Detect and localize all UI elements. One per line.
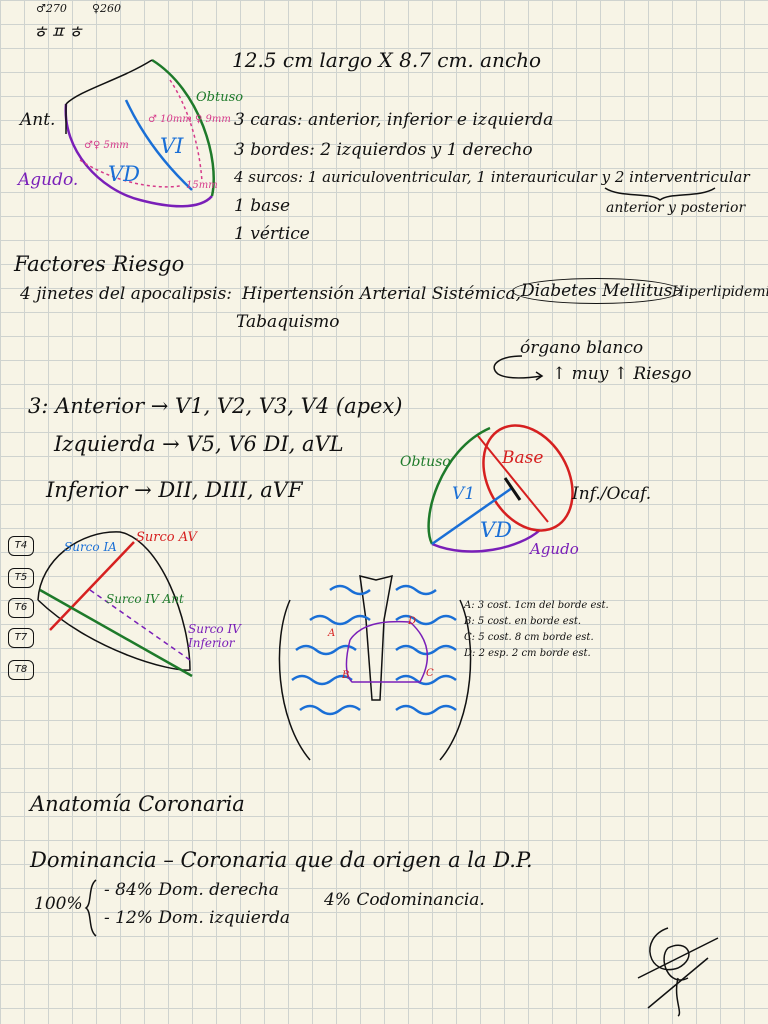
obtuso-label-2: Obtuso (400, 454, 451, 470)
bar-symbol: ㅎㅍㅎ (32, 23, 85, 43)
coronary-codominance: 4% Codominancia. (324, 890, 485, 910)
vertebra-t5: T5 (8, 568, 34, 588)
anatomy-surcos: 4 surcos: 1 auriculoventricular, 1 inter… (234, 168, 750, 186)
leads-inferior: Inferior → DII, DIII, aVF (46, 478, 303, 502)
risk-line-prefix: 4 jinetes del apocalipsis: (20, 284, 233, 304)
coronary-dominance: Dominancia – Coronaria que da origen a l… (30, 848, 533, 872)
signature-drawing (637, 927, 719, 1017)
anatomy-caras: 3 caras: anterior, inferior e izquierda (234, 110, 554, 130)
leads-izquierda: Izquierda → V5, V6 DI, aVL (54, 432, 344, 456)
leads-anterior: 3: Anterior → V1, V2, V3, V4 (apex) (28, 394, 403, 418)
target-organ-arrow (493, 355, 544, 381)
risk-title: Factores Riesgo (14, 252, 185, 276)
surco-iv-ant-label: Surco IV Ant (106, 592, 184, 606)
coronary-total: 100% (34, 894, 83, 914)
vd-label-2: VD (480, 518, 513, 542)
risk-hta: Hipertensión Arterial Sistémica, (242, 284, 522, 304)
vertebra-t4: T4 (8, 536, 34, 556)
anatomy-bordes: 3 bordes: 2 izquierdos y 1 derecho (234, 140, 533, 160)
agudo-label-2: Agudo (530, 540, 579, 558)
thorax-point-d: D (408, 616, 417, 627)
interventricular-brace (604, 187, 716, 201)
vd-thickness: ♂♀ 5mm (84, 140, 129, 151)
risk-hyperlipidemia: Hiperlipidemia (672, 284, 768, 300)
female-symbol: ♀260 (92, 2, 122, 15)
thorax-point-a: A (328, 628, 336, 639)
dimensions-text: 12.5 cm largo X 8.7 cm. ancho (232, 48, 542, 72)
surco-ia-label: Surco IA (64, 540, 117, 554)
heart-diagram-2 (427, 424, 574, 553)
anatomy-vertice: 1 vértice (234, 224, 310, 244)
inf-label: Inf./Ocaf. (572, 484, 652, 504)
thorax-diagram (278, 574, 472, 761)
vertebra-t7: T7 (8, 628, 34, 648)
surco-av-label: Surco AV (136, 530, 197, 545)
target-organ: órgano blanco (520, 338, 644, 358)
risk-tabaquismo: Tabaquismo (236, 312, 340, 332)
vi-label: VI (160, 134, 184, 158)
obtuso-label: Obtuso (196, 90, 244, 105)
vd-label: VD (108, 162, 141, 186)
coronary-title: Anatomía Coronaria (30, 792, 245, 816)
thorax-legend-d: D: 2 esp. 2 cm borde est. (464, 648, 591, 659)
vi-thickness: ♂ 10mm ♀ 9mm (148, 114, 231, 125)
target-note: ↑ muy ↑ Riesgo (552, 364, 692, 384)
interventricular-sub: anterior y posterior (606, 200, 746, 216)
heart-diagram-1 (64, 58, 215, 208)
thorax-legend-c: C: 5 cost. 8 cm borde est. (464, 632, 594, 643)
coronary-right: - 84% Dom. derecha (104, 880, 279, 900)
heart-diagram-3 (37, 531, 193, 678)
base-label: Base (502, 448, 544, 468)
anatomy-base: 1 base (234, 196, 291, 216)
vertebra-t6: T6 (8, 598, 34, 618)
coronary-left: - 12% Dom. izquierda (104, 908, 290, 928)
risk-diabetes: Diabetes Mellitus (512, 278, 682, 304)
thorax-point-c: C (426, 668, 434, 679)
apex-thickness: 15mm (186, 180, 218, 191)
agudo-label: Agudo. (18, 170, 79, 190)
vertebra-t8: T8 (8, 660, 34, 680)
ant-label: Ant. (20, 110, 56, 130)
male-symbol: ♂270 (36, 2, 67, 15)
thorax-point-b: B (342, 670, 350, 681)
surco-iv-inf-label: Surco IV Inferior (188, 622, 241, 650)
thorax-legend-a: A: 3 cost. 1cm del borde est. (464, 600, 609, 611)
thorax-legend-b: B: 5 cost. en borde est. (464, 616, 582, 627)
coronary-brace (84, 879, 97, 937)
v1-label: V1 (452, 484, 476, 504)
